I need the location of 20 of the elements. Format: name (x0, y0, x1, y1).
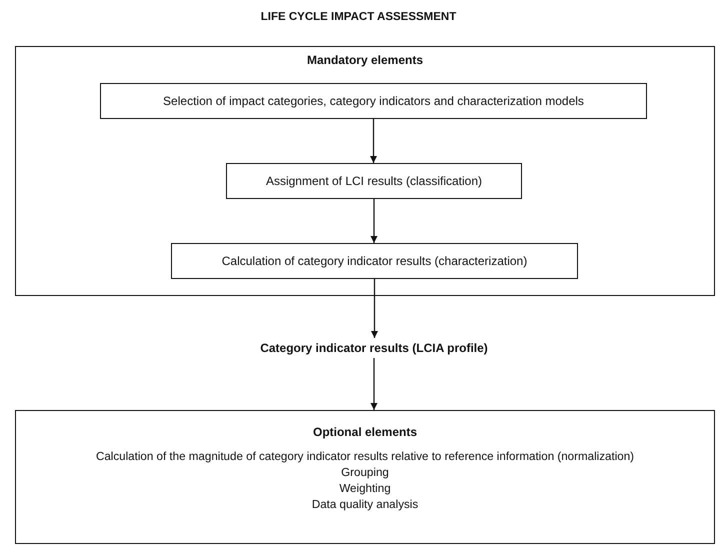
element-text: Calculation of the magnitude of category indicator results relative to reference information (normalization) (94, 449, 636, 464)
diagram-title: LIFE CYCLE IMPACT ASSESSMENT (260, 11, 458, 23)
element-text: Data quality analysis (310, 497, 420, 512)
element-text: Weighting (338, 481, 392, 496)
result-text: Category indicator results (LCIA profile) (224, 338, 524, 358)
section-panel (15, 410, 715, 544)
box-label: Assignment of LCI results (classification) (264, 174, 484, 188)
section-heading: Optional elements (312, 425, 418, 440)
element-text: Grouping (340, 465, 390, 480)
section-heading: Mandatory elements (306, 53, 424, 68)
arrow (371, 279, 378, 338)
box-label: Calculation of category indicator results (characterization) (220, 254, 528, 268)
arrow (370, 119, 377, 163)
process-box (171, 243, 578, 279)
box-label: Selection of impact categories, category indicators and characterization models (162, 94, 585, 108)
process-box (226, 163, 522, 199)
section-panel (15, 46, 715, 296)
arrow (370, 199, 378, 243)
process-box (100, 83, 647, 119)
arrow (370, 358, 378, 410)
